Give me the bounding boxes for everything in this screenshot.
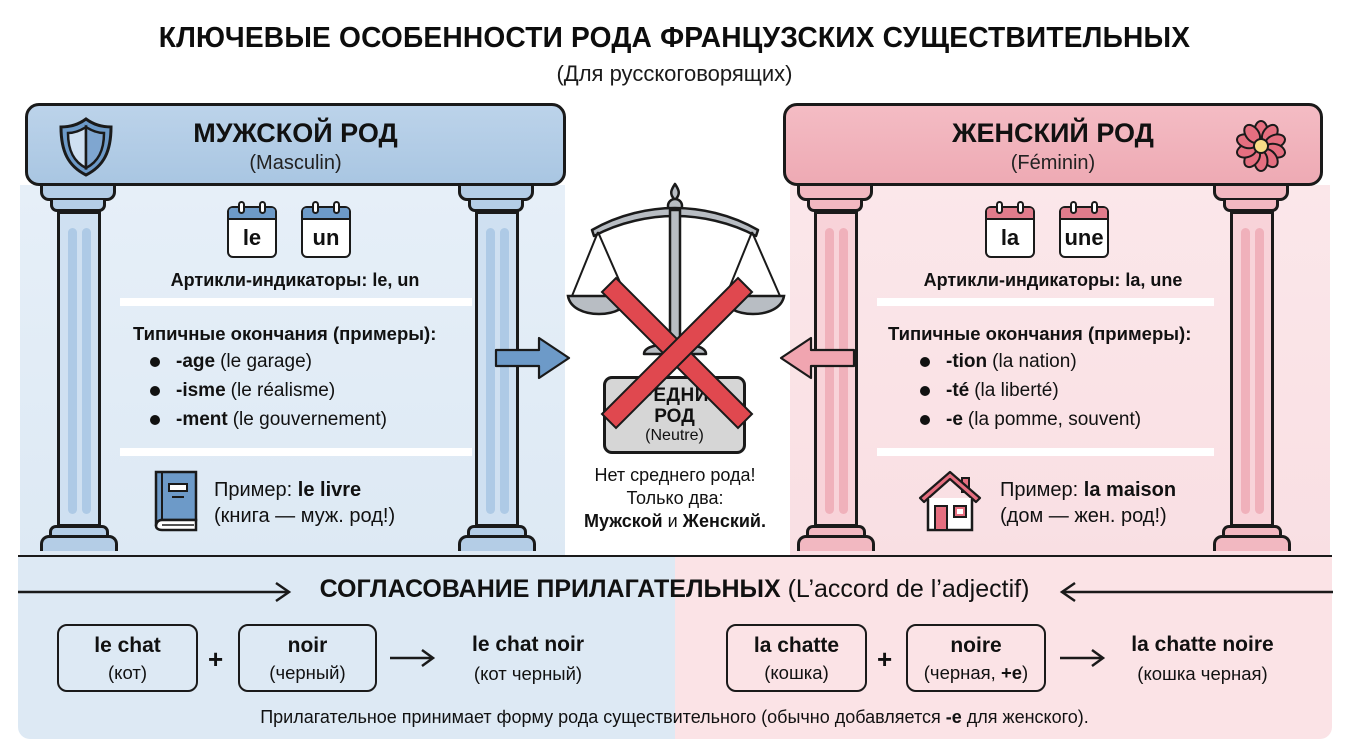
masculine-example: Пример: le livre (книга — муж. род!) (214, 479, 396, 527)
masculine-articles-caption: Артикли-индикаторы: le, un (170, 270, 420, 290)
page-subtitle: (Для русскоговорящих) (556, 61, 793, 86)
agreement-rule-note: Прилагательное принимает форму рода суще… (260, 707, 1089, 727)
agreement-title: СОГЛАСОВАНИЕ ПРИЛАГАТЕЛЬНЫХ (L’accord de… (319, 575, 1030, 603)
feminine-article-icons: la une (985, 201, 1109, 258)
feminine-articles-caption: Артикли-индикаторы: la, une (923, 270, 1183, 290)
divider (877, 298, 1214, 306)
result-feminine: la chatte noire (кошка черная) (1131, 633, 1274, 684)
feminine-ending-item: -e(la pomme, souvent) (920, 409, 1141, 431)
page-title: КЛЮЧЕВЫЕ ОСОБЕННОСТИ РОДА ФРАНЦУЗСКИХ СУ… (158, 22, 1191, 54)
divider (120, 298, 472, 306)
cross-icon (600, 276, 754, 430)
masculine-article-icons: le un (227, 201, 351, 258)
feminine-subtitle: (Féminin) (1010, 152, 1096, 174)
feminine-ending-item: -té(la liberté) (920, 380, 1059, 402)
plus-sign: + (208, 644, 224, 674)
bullet-icon (150, 357, 160, 367)
article-la: la (1000, 225, 1020, 250)
no-neuter-note: Нет среднего рода! Только два: Мужской и… (583, 465, 766, 531)
book-icon (154, 470, 198, 532)
bullet-icon (150, 386, 160, 396)
calendar-icon: une (1059, 201, 1109, 258)
adjective-box-masculine: noir (черный) (238, 624, 377, 692)
neuter-line3: (Neutre) (645, 427, 704, 444)
divider (877, 448, 1214, 456)
arrow-right-icon (1060, 648, 1106, 668)
noun-box-feminine: la chatte (кошка) (726, 624, 867, 692)
ground-line (18, 555, 1332, 558)
feminine-ending-item: -tion(la nation) (920, 351, 1077, 373)
masculine-endings-title: Типичные окончания (примеры): (133, 323, 437, 344)
long-arrow-left-icon (1059, 581, 1333, 603)
bullet-icon (920, 357, 930, 367)
house-icon (918, 470, 982, 532)
bullet-icon (150, 415, 160, 425)
feminine-example: Пример: la maison (дом — жен. род!) (1000, 479, 1177, 527)
neuter-line2: РОД (654, 406, 695, 427)
divider (120, 448, 472, 456)
masculine-title: МУЖСКОЙ РОД (193, 118, 398, 148)
masculine-ending-item: -ment(le gouvernement) (150, 409, 387, 431)
long-arrow-right-icon (18, 581, 292, 603)
arrow-right-icon (390, 648, 436, 668)
flower-icon (1236, 120, 1286, 172)
noun-box-masculine: le chat (кот) (57, 624, 198, 692)
masculine-subtitle: (Masculin) (249, 152, 342, 174)
bullet-icon (920, 415, 930, 425)
result-masculine: le chat noir (кот черный) (471, 633, 585, 684)
arrow-right-icon (494, 336, 571, 380)
feminine-header: ЖЕНСКИЙ РОД (Féminin) (783, 103, 1323, 186)
plus-sign: + (877, 644, 893, 674)
article-le: le (242, 225, 262, 250)
masculine-panel (20, 185, 565, 557)
masculine-ending-item: -age(le garage) (150, 351, 312, 373)
calendar-icon: le (227, 201, 277, 258)
shield-icon (59, 117, 113, 177)
calendar-icon: un (301, 201, 351, 258)
feminine-endings-title: Типичные окончания (примеры): (888, 323, 1192, 344)
article-un: un (312, 225, 340, 250)
bullet-icon (920, 386, 930, 396)
masculine-ending-item: -isme(le réalisme) (150, 380, 335, 402)
masculine-header: МУЖСКОЙ РОД (Masculin) (25, 103, 566, 186)
calendar-icon: la (985, 201, 1035, 258)
feminine-title: ЖЕНСКИЙ РОД (952, 118, 1154, 148)
arrow-left-icon (779, 336, 856, 380)
agreement-feminine-panel (675, 557, 1332, 739)
adjective-box-feminine: noire (черная, +e) (906, 624, 1046, 692)
article-une: une (1064, 225, 1104, 250)
agreement-masculine-panel (18, 557, 675, 739)
